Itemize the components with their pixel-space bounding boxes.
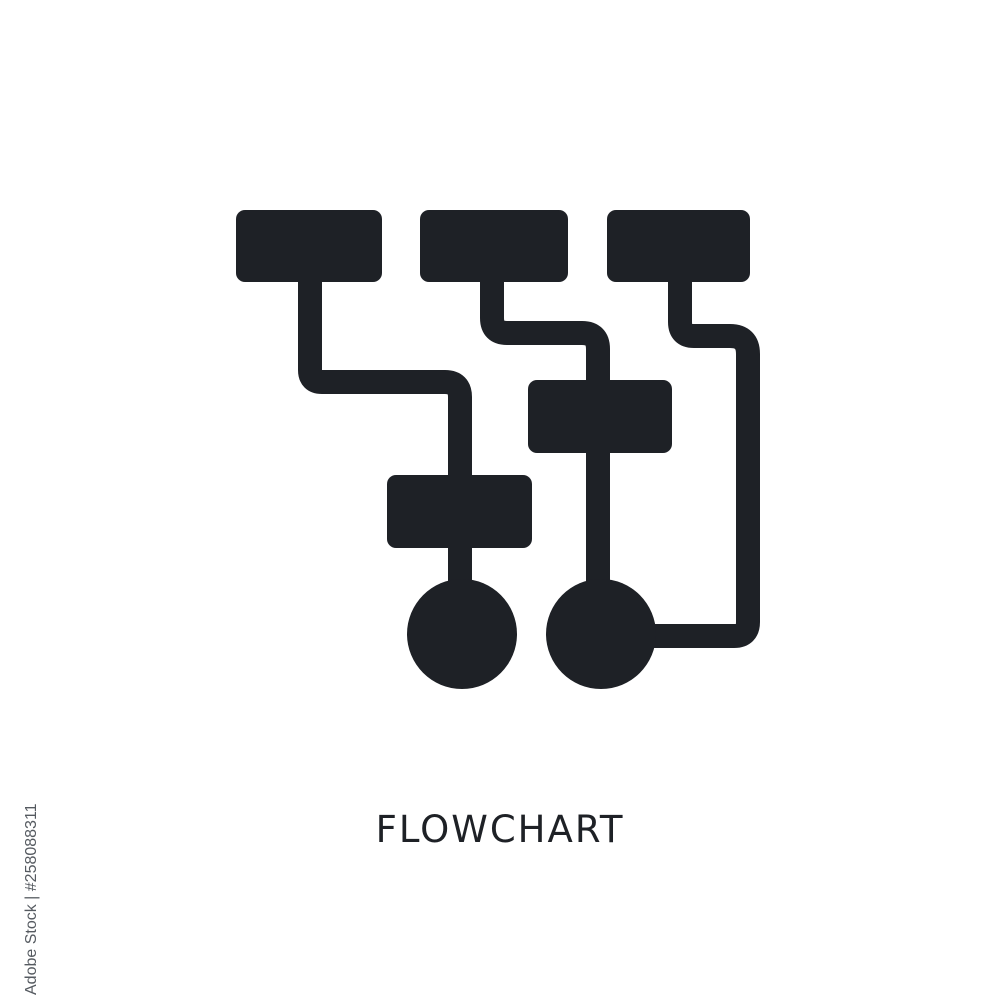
top-node-middle: [420, 210, 568, 282]
connector-line-right: [588, 263, 760, 648]
end-node-right: [546, 579, 656, 689]
connector-line-middle: [480, 263, 610, 612]
icon-caption: FLOWCHART: [375, 808, 625, 851]
lower-node: [387, 475, 532, 548]
stock-id-label: Adobe Stock | #258088311: [23, 803, 40, 995]
connector-line-left: [298, 263, 472, 612]
end-node-left: [407, 579, 517, 689]
middle-node: [528, 380, 672, 453]
top-node-right: [607, 210, 750, 282]
top-node-left: [236, 210, 382, 282]
